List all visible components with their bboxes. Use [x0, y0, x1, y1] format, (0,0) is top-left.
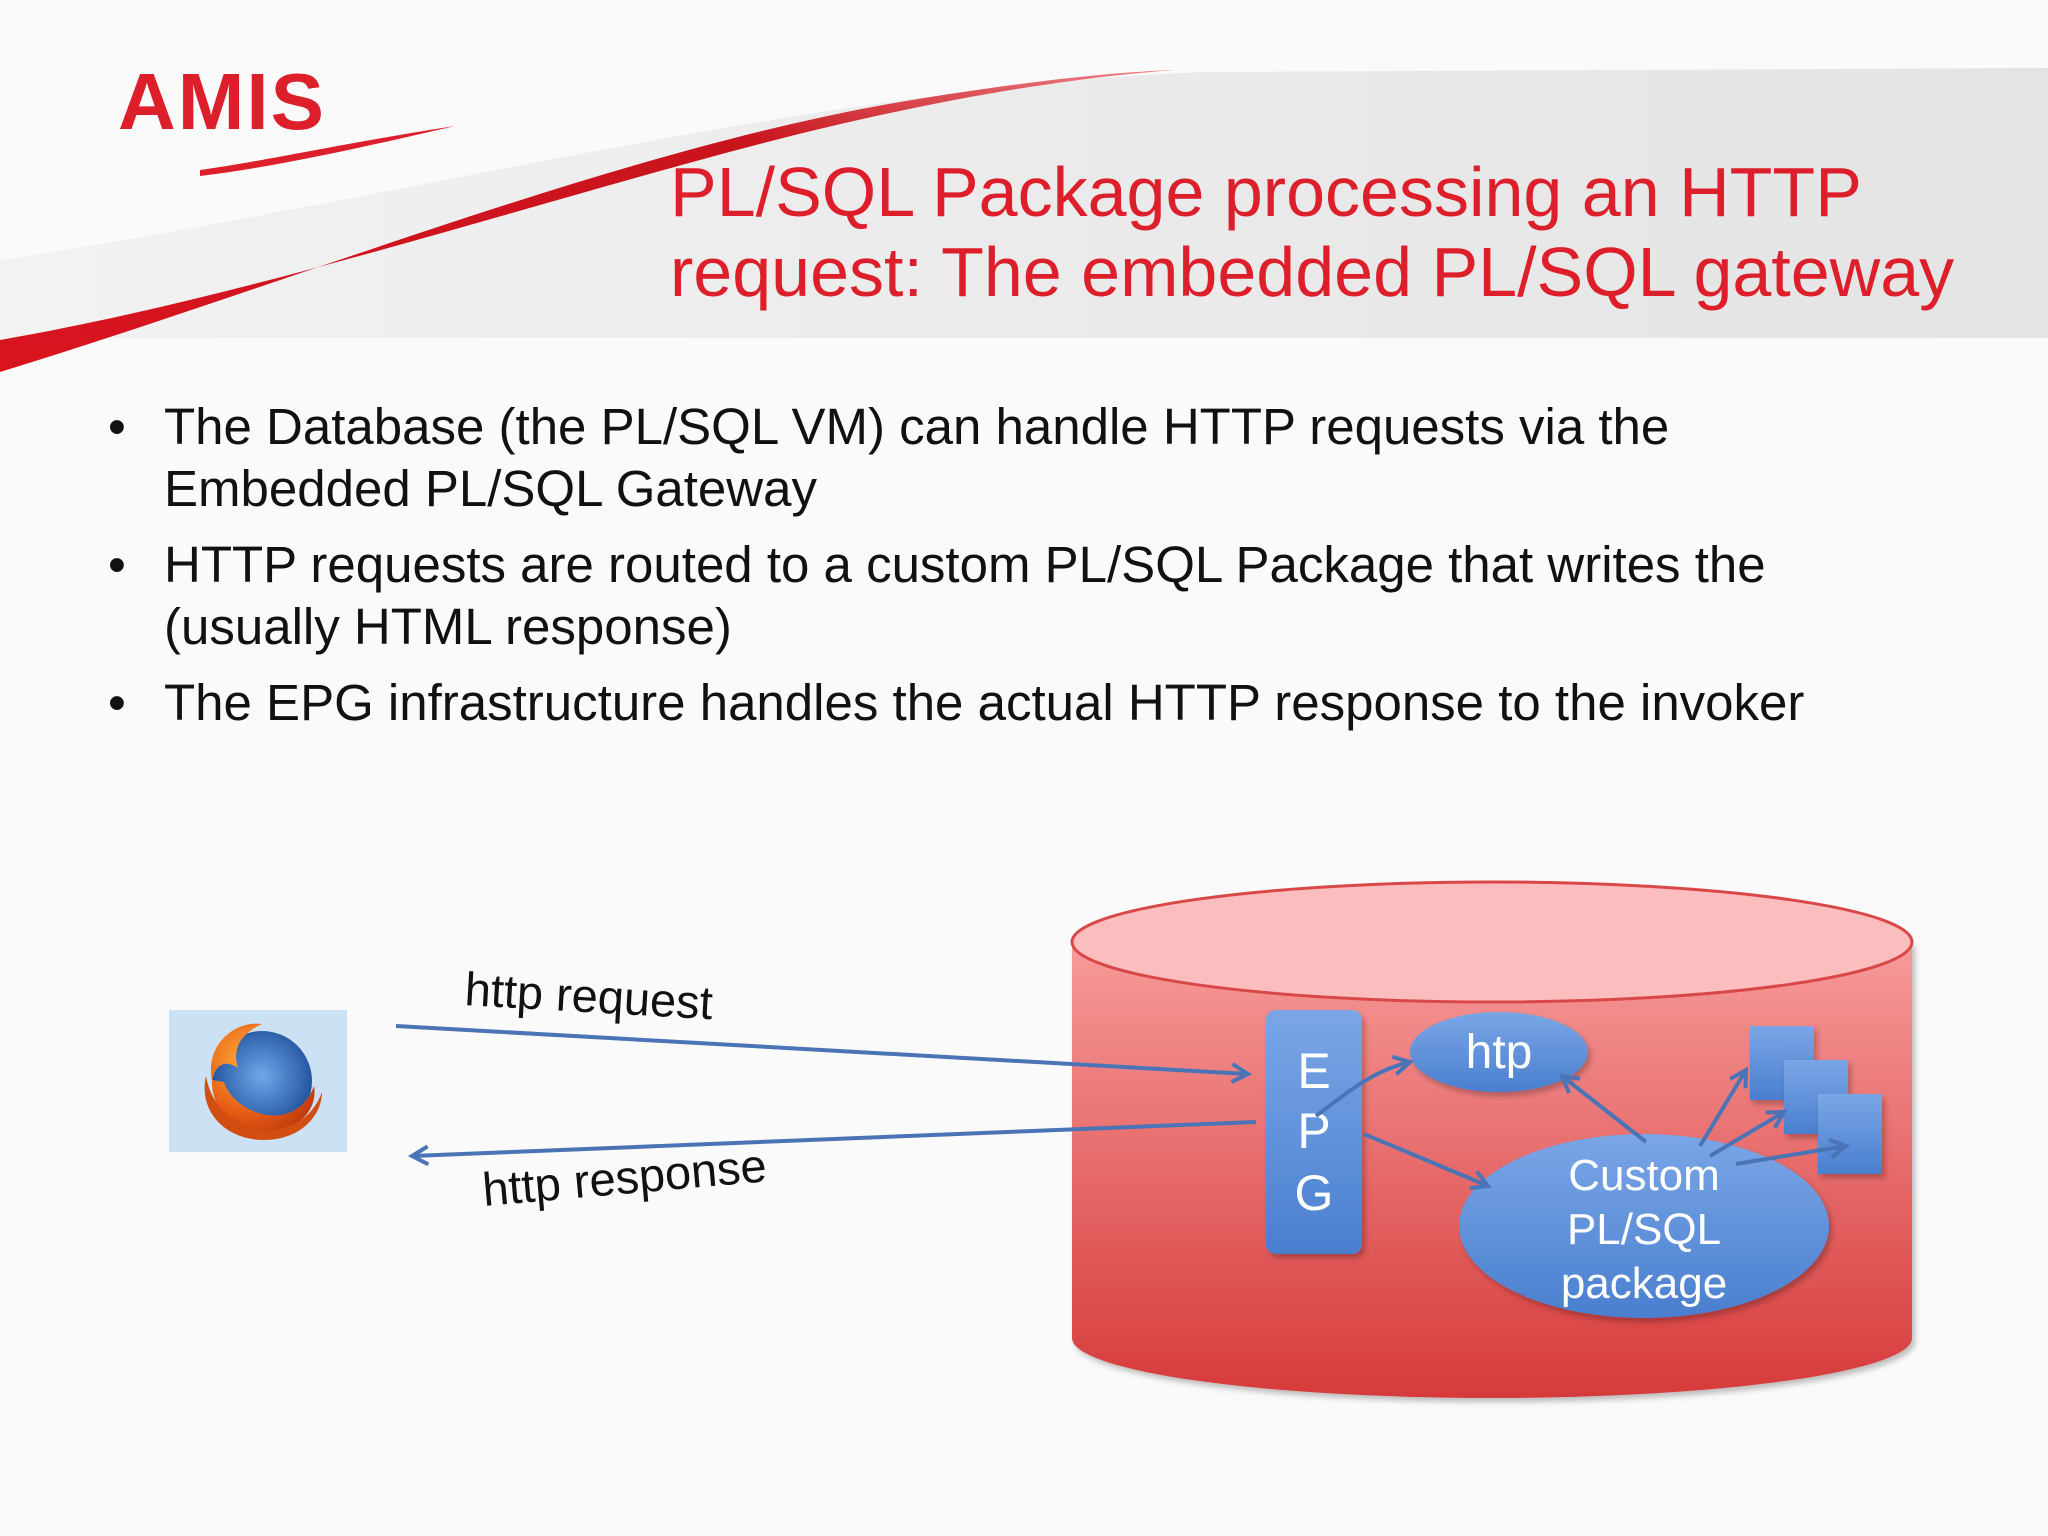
package-to-object-arrow	[1735, 1146, 1846, 1166]
logo-text: AMIS	[118, 57, 326, 146]
data-object-square	[1818, 1094, 1882, 1174]
epg-to-htp-arrow	[1314, 1062, 1410, 1118]
bullet-text: HTTP requests are routed to a custom PL/…	[164, 536, 1766, 593]
amis-logo: AMIS	[118, 62, 326, 142]
bullet-text: The EPG infrastructure handles the actua…	[164, 674, 1805, 731]
htp-ellipse	[1410, 1012, 1588, 1092]
slide-title: PL/SQL Package processing an HTTP reques…	[670, 152, 2010, 312]
epg-letter: G	[1295, 1165, 1334, 1221]
epg-letter: E	[1297, 1043, 1330, 1099]
epg-letter: P	[1297, 1103, 1330, 1159]
request-arrow	[395, 1024, 1248, 1074]
request-label: http request	[463, 962, 714, 1029]
bullet-text: Embedded PL/SQL Gateway	[164, 460, 817, 517]
logo-swoosh	[200, 126, 455, 176]
bullet-dot: •	[108, 536, 126, 593]
header-band	[0, 68, 2048, 338]
htp-node: htp	[1410, 1012, 1588, 1092]
package-to-htp-arrow	[1562, 1076, 1648, 1144]
bullet-item: • HTTP requests are routed to a custom P…	[98, 534, 1998, 658]
fox-shape	[210, 1023, 315, 1133]
package-label-line: package	[1561, 1259, 1727, 1308]
package-label-line: Custom	[1568, 1151, 1720, 1200]
package-to-object-arrow	[1708, 1112, 1784, 1158]
fox-tail	[204, 1076, 322, 1140]
title-line-1: PL/SQL Package processing an HTTP	[670, 153, 1862, 231]
cylinder-top	[1070, 880, 1914, 1004]
database-cylinder	[1070, 880, 1914, 1398]
bullet-text: The Database (the PL/SQL VM) can handle …	[164, 398, 1670, 455]
htp-label: htp	[1466, 1026, 1533, 1079]
epg-box	[1266, 1010, 1362, 1254]
bullet-list: • The Database (the PL/SQL VM) can handl…	[98, 396, 1998, 748]
bullet-dot: •	[108, 398, 126, 455]
bullet-item: • The Database (the PL/SQL VM) can handl…	[98, 396, 1998, 520]
title-line-2: request: The embedded PL/SQL gateway	[670, 233, 1955, 311]
data-objects-stack	[1750, 1026, 1882, 1174]
firefox-browser-icon	[169, 1010, 347, 1152]
response-arrow	[412, 1120, 1257, 1156]
package-to-object-arrow	[1698, 1070, 1746, 1148]
bullet-item: • The EPG infrastructure handles the act…	[98, 672, 1998, 734]
epg-to-package-arrow	[1363, 1132, 1488, 1186]
epg-node: E P G	[1266, 1010, 1362, 1254]
bullet-dot: •	[108, 674, 126, 731]
package-ellipse	[1459, 1134, 1829, 1318]
bullet-text: (usually HTML response)	[164, 598, 732, 655]
package-label-line: PL/SQL	[1567, 1205, 1721, 1254]
custom-package-node: Custom PL/SQL package	[1459, 1134, 1829, 1318]
header-decoration	[0, 68, 2048, 372]
